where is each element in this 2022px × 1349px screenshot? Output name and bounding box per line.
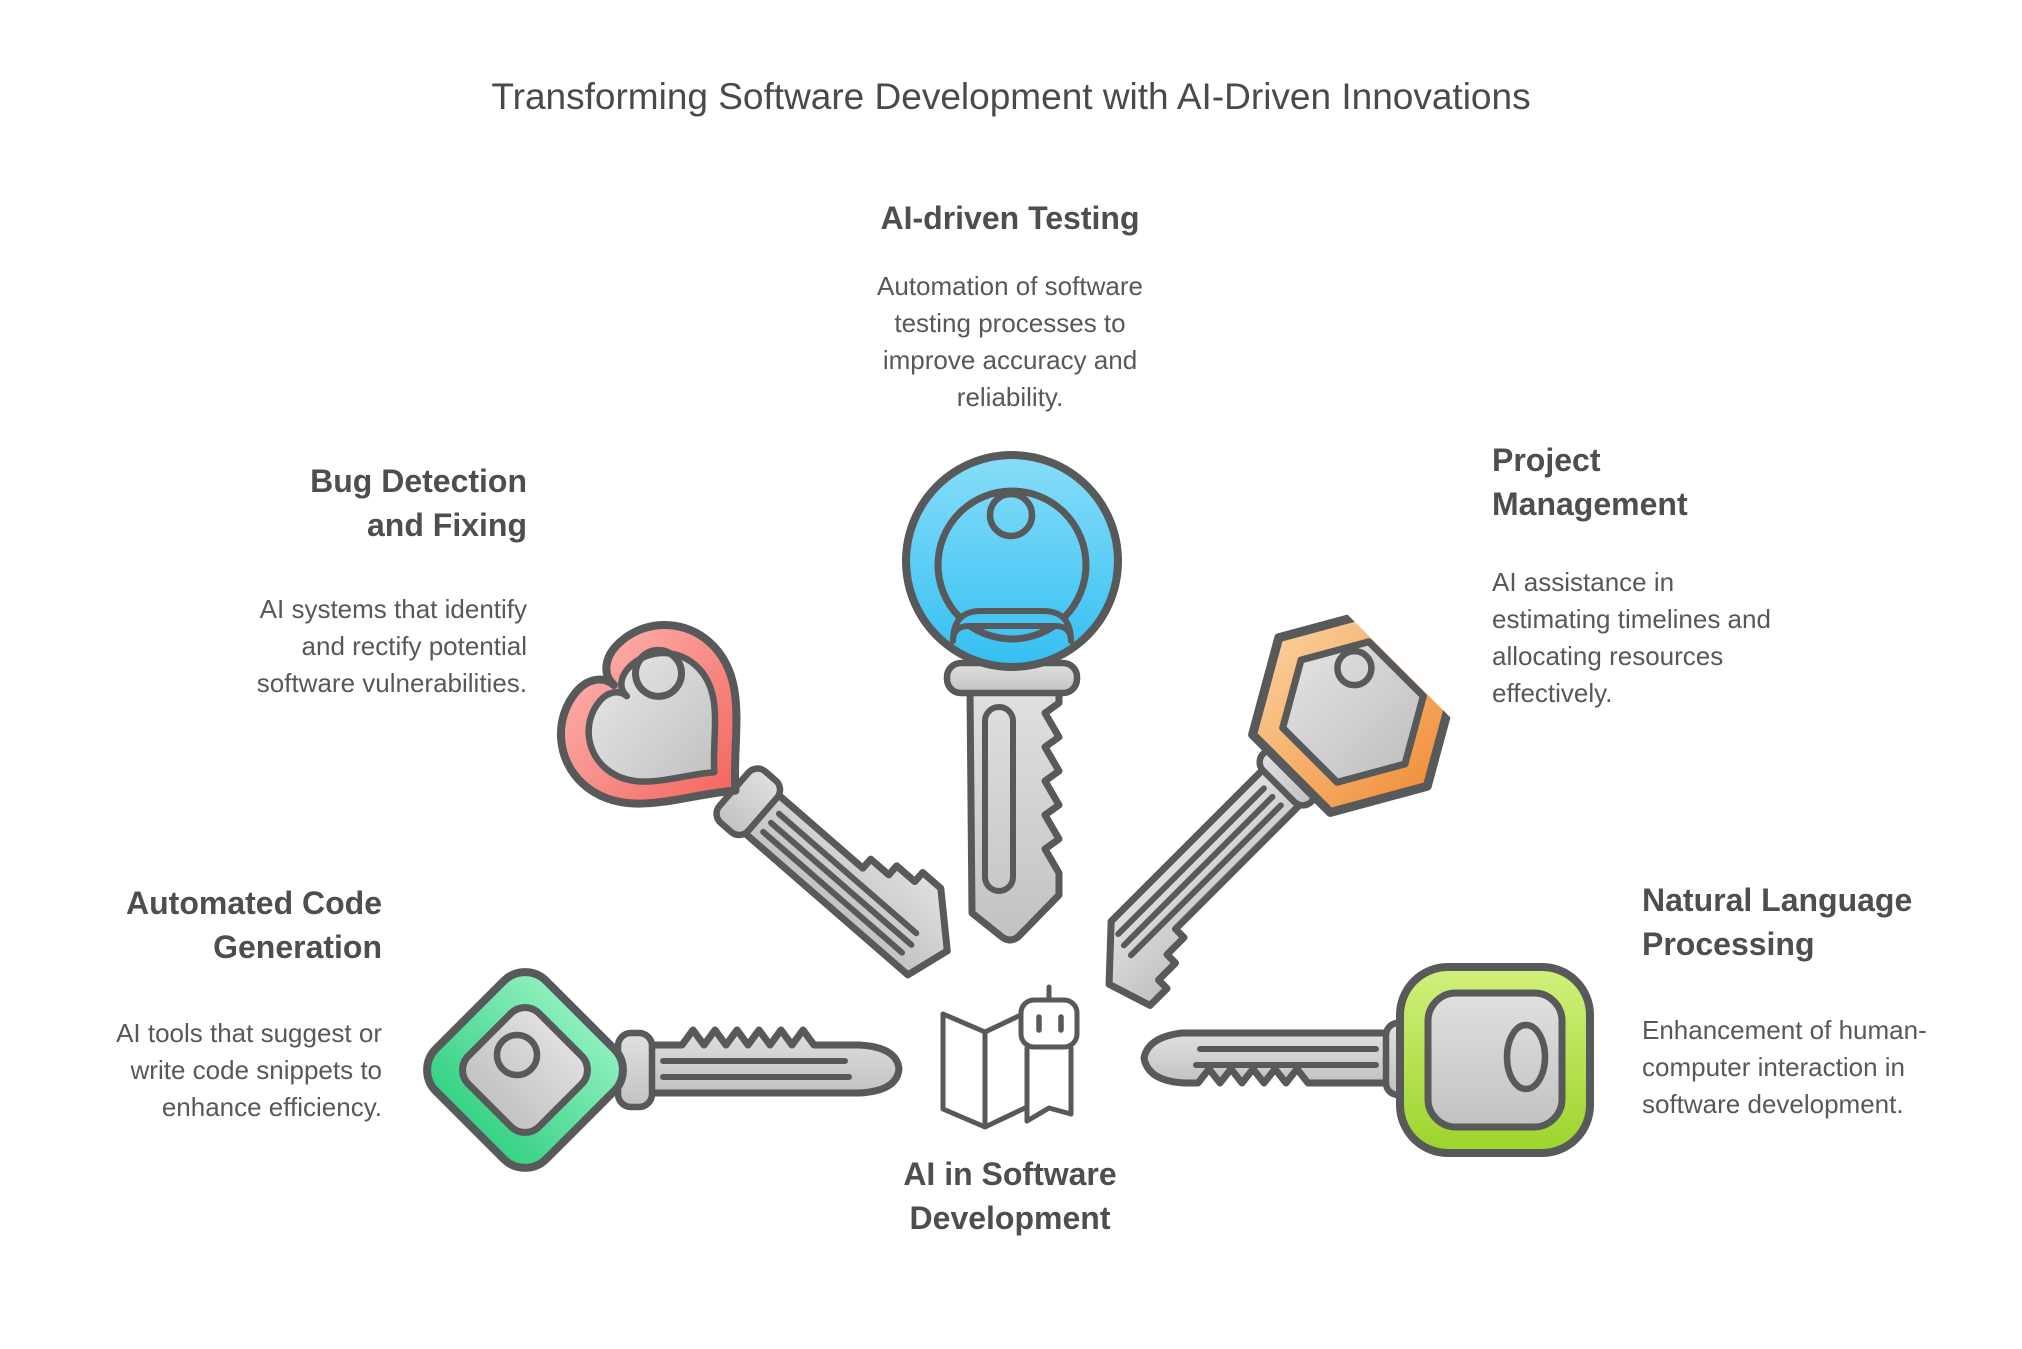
center-heading: AI in Software Development: [903, 1156, 1117, 1236]
key-shaft-ridges: [1193, 1046, 1379, 1068]
section-code-generation: Automated Code Generation AI tools that …: [52, 881, 382, 1126]
key-head-hole: [1503, 1021, 1549, 1093]
section-heading: Automated Code Generation: [126, 885, 382, 965]
section-body: AI tools that suggest or write code snip…: [116, 1018, 382, 1122]
section-heading: Project Management: [1492, 442, 1688, 522]
section-heading: Bug Detection and Fixing: [310, 463, 527, 543]
heart-key-icon: [556, 620, 951, 979]
section-nlp: Natural Language Processing Enhancement …: [1642, 878, 1992, 1123]
section-ai-driven-testing: AI-driven Testing Automation of software…: [830, 196, 1190, 416]
section-center-topic: AI in Software Development: [760, 1152, 1260, 1240]
section-body: AI assistance in estimating timelines an…: [1492, 567, 1771, 708]
key-shaft-ridge: [982, 704, 1016, 894]
key-shaft: [1140, 1029, 1392, 1087]
section-heading: Natural Language Processing: [1642, 882, 1913, 962]
map-bottom-fold: [1024, 1105, 1074, 1124]
key-head-hole: [632, 646, 686, 700]
section-heading: AI-driven Testing: [880, 200, 1140, 236]
map-left-panel: [940, 1011, 988, 1130]
section-body: Enhancement of human- computer interacti…: [1642, 1015, 1927, 1119]
square-key-icon: [1140, 963, 1594, 1157]
diamond-key-icon: [423, 968, 903, 1172]
key-head-hole: [986, 490, 1036, 540]
robot-head: [1018, 997, 1080, 1050]
key-shaft-ridges: [1115, 785, 1284, 959]
section-body: Automation of software testing processes…: [877, 271, 1143, 412]
key-head-bracket: [950, 608, 1074, 644]
key-shaft-ridges: [760, 810, 920, 956]
key-head-hole: [1334, 647, 1375, 689]
map-robot-icon: [940, 984, 1080, 1130]
robot-antenna-tip: [1046, 984, 1052, 990]
robot-body-lines: [1024, 1045, 1074, 1124]
key-shaft-ridges: [660, 1058, 852, 1080]
map-middle-panel: [982, 1010, 1028, 1130]
key-head-inner: [585, 649, 719, 785]
robot-eyes: [1036, 1014, 1064, 1033]
section-project-management: Project Management AI assistance in esti…: [1492, 438, 1842, 712]
key-head-hole: [493, 1031, 541, 1079]
key-head-inner: [1279, 638, 1427, 786]
section-bug-detection: Bug Detection and Fixing AI systems that…: [197, 459, 527, 702]
round-key-icon: [902, 451, 1122, 944]
section-body: AI systems that identify and rectify pot…: [256, 594, 527, 698]
key-shaft: [1105, 765, 1304, 1009]
page-title: Transforming Software Development with A…: [491, 76, 1531, 117]
